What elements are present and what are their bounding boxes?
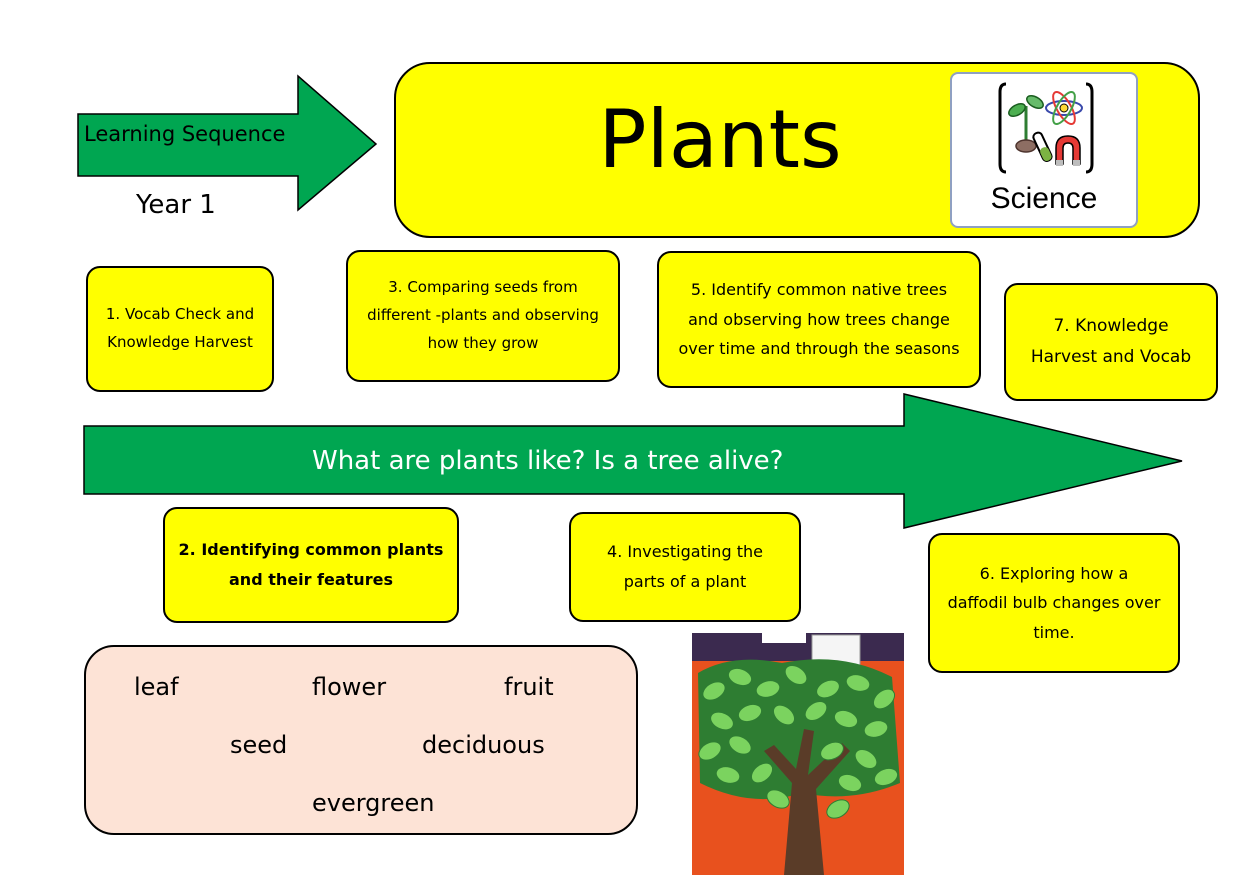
magnet-icon: [1055, 135, 1081, 166]
step-7-box: 7. Knowledge Harvest and Vocab: [1004, 283, 1218, 401]
page-title: Plants: [598, 93, 842, 186]
vocabulary-box: leaf flower fruit seed deciduous evergre…: [84, 645, 638, 835]
learning-sequence-label: Learning Sequence: [84, 122, 286, 146]
test-tube-icon: [1032, 131, 1053, 162]
science-badge-art: [998, 82, 1094, 174]
step-4-box: 4. Investigating the parts of a plant: [569, 512, 801, 622]
step-2-box: 2. Identifying common plants and their f…: [163, 507, 459, 623]
step-1-box: 1. Vocab Check and Knowledge Harvest: [86, 266, 274, 392]
vocab-word: flower: [312, 673, 387, 701]
science-badge-label: Science: [990, 182, 1098, 215]
vocab-word: fruit: [504, 673, 554, 701]
science-badge: Science: [950, 72, 1138, 228]
tree-display-photo: [692, 633, 904, 875]
learning-sequence-arrow: [77, 74, 378, 212]
vocab-word: deciduous: [422, 731, 545, 759]
step-3-box: 3. Comparing seeds from different -plant…: [346, 250, 620, 382]
year-label: Year 1: [136, 190, 216, 220]
main-question-arrow: [83, 393, 1183, 529]
step-6-box: 6. Exploring how a daffodil bulb changes…: [928, 533, 1180, 673]
atom-icon: [1045, 91, 1083, 125]
vocab-word: seed: [230, 731, 288, 759]
main-question: What are plants like? Is a tree alive?: [312, 446, 784, 476]
vocab-word: evergreen: [312, 789, 435, 817]
plant-sprout-icon: [1008, 95, 1044, 153]
vocab-word: leaf: [134, 673, 179, 701]
step-5-box: 5. Identify common native trees and obse…: [657, 251, 981, 388]
